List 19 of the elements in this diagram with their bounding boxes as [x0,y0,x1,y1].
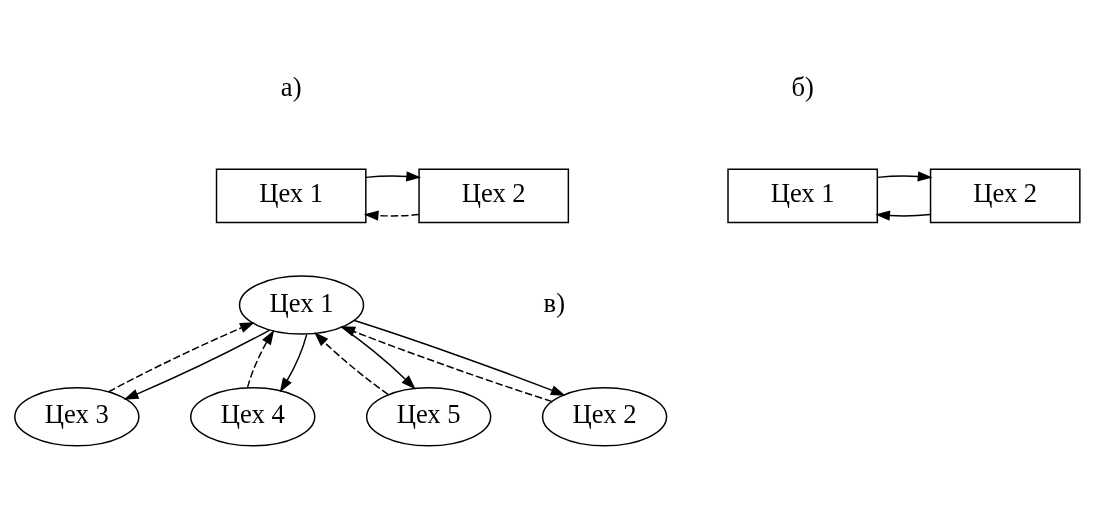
arrow [365,171,422,182]
arrow [314,332,389,396]
node-box: Цех 2 [929,168,1081,224]
arrow [246,329,275,389]
node-ellipse: Цех 5 [365,387,492,447]
node-ellipse: Цех 4 [190,387,316,447]
arrow [353,319,566,396]
arrow [363,210,420,221]
label: в) [543,287,566,318]
arrow [108,322,255,393]
arrow [123,329,271,400]
node-box: Цех 1 [215,168,367,224]
arrow [876,171,933,182]
node-box: Цех 1 [727,168,879,224]
arrow [279,333,308,393]
label: а) [280,72,302,103]
arrow [875,210,932,221]
node-box: Цех 2 [418,168,570,224]
label: б) [791,72,814,103]
